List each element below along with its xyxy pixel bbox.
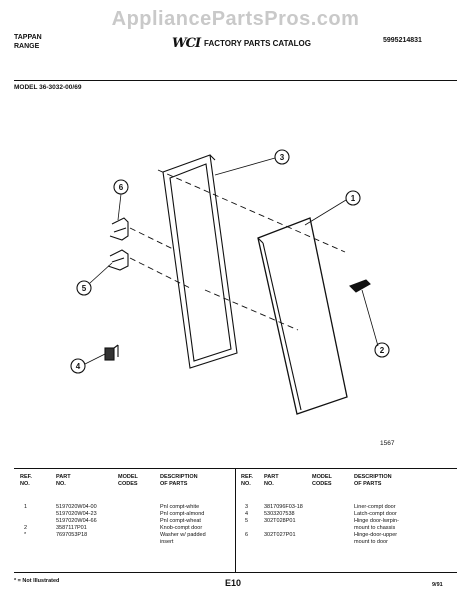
door-liner-drawing [162,154,238,369]
table-cell: 3587117P01 [56,525,87,531]
model-number: MODEL 36-3032-00/69 [14,84,82,91]
table-cell: 1 [24,504,28,510]
right-desc-column: Liner-compt door Latch-compt door Hinge … [354,504,399,546]
callout-6: 6 [119,183,124,192]
catalog-title: FACTORY PARTS CATALOG [204,39,311,48]
table-cell: Pnl compt-wheat [160,518,201,524]
table-cell: Knob-compt door [160,525,203,531]
brand-name: TAPPAN [14,34,42,41]
table-cell: Hinge-door-upper [354,532,398,538]
table-cell: 5303207538 [264,511,295,517]
callout-5: 5 [82,284,87,293]
table-divider [235,468,236,572]
right-ref-column: 3 4 5 6 [245,504,248,539]
left-header-ref: REF.NO. [20,474,32,487]
table-cell: Hinge door-lwrpin- [354,518,399,524]
table-cell: Washer w/ padded [160,532,206,538]
table-cell: Liner-compt door [354,504,396,510]
table-cell: 4 [245,511,249,517]
catalog-title-block: WCI FACTORY PARTS CATALOG [172,36,311,51]
table-cell: 5 [245,518,249,524]
figure-number: 1567 [380,440,395,447]
brand-block: TAPPAN RANGE [14,33,42,51]
callout-4: 4 [76,362,81,371]
table-cell: insert [160,539,174,545]
table-bottom-rule [14,572,457,573]
table-cell: Latch-compt door [354,511,397,517]
table-cell [24,511,27,518]
table-cell: mount to chassis [354,525,396,531]
table-cell [24,518,27,525]
header-rule [14,80,457,81]
table-cell [264,525,303,532]
table-cell: 302T028P01 [264,518,296,524]
right-part-column: 3817096F03-18 5303207538 302T028P01 302T… [264,504,303,539]
callout-2: 2 [380,346,385,355]
callout-1: 1 [351,194,356,203]
table-cell: 3817096F03-18 [264,504,303,510]
left-desc-column: Pnl compt-white Pnl compt-almond Pnl com… [160,504,206,546]
callout-3: 3 [280,153,285,162]
table-cell: 5197020W04-23 [56,511,97,517]
table-cell: 3 [245,504,249,510]
table-cell [245,525,248,532]
parts-diagram: 3 1 2 6 5 4 [70,149,390,415]
table-cell: 2 [24,525,28,531]
document-number: 5995214831 [383,37,422,44]
table-cell: 6 [245,532,249,538]
latch-drawing [104,344,119,361]
table-cell: 5197020W04-66 [56,518,97,524]
table-cell: 7697053P18 [56,532,88,538]
not-illustrated-note: * = Not Illustrated [14,578,60,584]
table-cell: * [24,532,27,538]
revision-date: 9/91 [432,582,443,588]
product-type: RANGE [14,43,40,50]
table-cell: Pnl compt-almond [160,511,205,517]
left-ref-column: 1 2 * [24,504,27,539]
left-part-column: 5197020W04-00 5197020W04-23 5197020W04-6… [56,504,97,539]
lower-hinge-drawing [107,249,129,271]
table-cell: Pnl compt-white [160,504,200,510]
page-number: E10 [225,578,242,588]
table-cell: mount to door [354,539,388,545]
table-cell: 5197020W04-00 [56,504,97,510]
upper-hinge-drawing [109,217,129,241]
right-header-ref: REF.NO. [241,474,253,487]
wci-logo: WCI [172,36,201,51]
table-cell: 302T027P01 [264,532,296,538]
door-panel-drawing [257,217,348,415]
watermark: AppliancePartsPros.com [111,8,360,30]
door-knob-drawing [349,279,371,293]
